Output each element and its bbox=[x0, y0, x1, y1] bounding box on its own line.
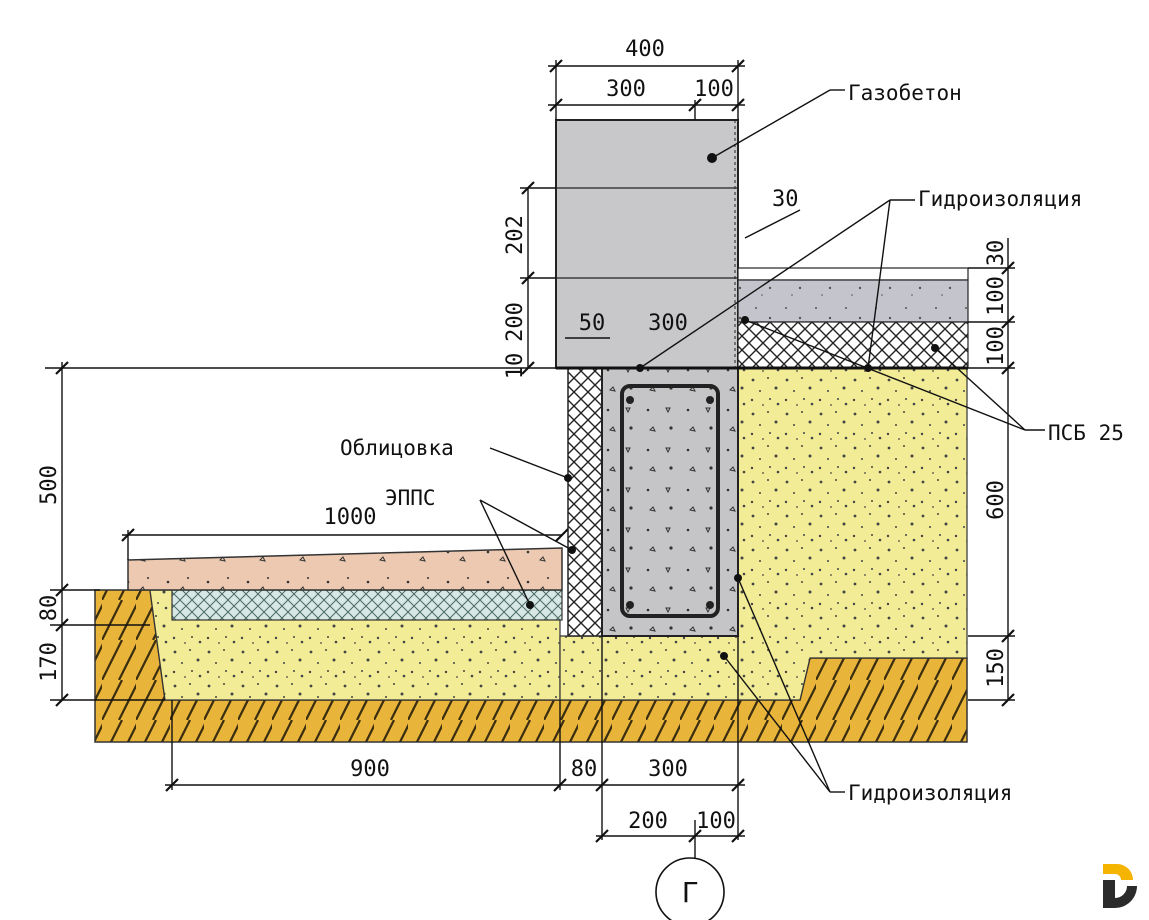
dim-left-170: 170 bbox=[37, 642, 62, 682]
dim-w-50: 50 bbox=[579, 311, 606, 336]
dim-left-80: 80 bbox=[37, 595, 62, 622]
dim-bottom-900: 900 bbox=[350, 757, 390, 782]
dimension-lines bbox=[45, 60, 1015, 870]
dim-floor-100a: 100 bbox=[984, 276, 1009, 316]
leader-lines bbox=[479, 89, 1045, 793]
blind-area bbox=[127, 547, 563, 591]
dim-top-a: 300 bbox=[606, 77, 646, 102]
dim-w-300-mid: 300 bbox=[648, 311, 688, 336]
cladding-epps bbox=[567, 367, 603, 637]
label-waterproofing-top: Гидроизоляция bbox=[918, 187, 1082, 211]
label-waterproofing-bottom: Гидроизоляция bbox=[848, 781, 1012, 805]
label-psb: ПСБ 25 bbox=[1048, 421, 1124, 445]
dimension-ticks bbox=[55, 59, 1015, 843]
dim-floor-30: 30 bbox=[984, 240, 1009, 267]
dim-bottom-200: 200 bbox=[628, 809, 668, 834]
leader-dots bbox=[526, 153, 939, 660]
dim-blind-1000: 1000 bbox=[324, 505, 377, 530]
label-epps: ЭППС bbox=[385, 486, 436, 510]
label-aerated-concrete: Газобетон bbox=[848, 81, 962, 105]
label-cladding: Облицовка bbox=[340, 436, 454, 460]
dim-right-600: 600 bbox=[984, 480, 1009, 520]
floor-screed bbox=[737, 279, 969, 323]
aerated-concrete-wall bbox=[555, 119, 739, 369]
dim-bottom-300: 300 bbox=[648, 757, 688, 782]
dim-bottom-80: 80 bbox=[571, 757, 598, 782]
axis-marker-label: Г bbox=[682, 876, 699, 909]
dim-top-total: 400 bbox=[625, 37, 665, 62]
dim-top-b: 100 bbox=[694, 77, 734, 102]
dim-h-200: 200 bbox=[503, 302, 528, 342]
dim-bottom-100: 100 bbox=[696, 809, 736, 834]
dim-gap-30: 30 bbox=[772, 187, 799, 212]
epps-insulation bbox=[171, 589, 563, 621]
rebar-cage bbox=[620, 384, 720, 618]
dim-left-500: 500 bbox=[37, 465, 62, 505]
dim-h-202: 202 bbox=[503, 215, 528, 255]
floor-psb-insulation bbox=[737, 321, 969, 369]
d-logo-icon bbox=[1103, 864, 1137, 908]
dim-h-10: 10 bbox=[503, 353, 528, 380]
dim-right-150: 150 bbox=[984, 648, 1009, 688]
dim-floor-100b: 100 bbox=[984, 326, 1009, 366]
axis-marker-circle bbox=[655, 857, 725, 920]
